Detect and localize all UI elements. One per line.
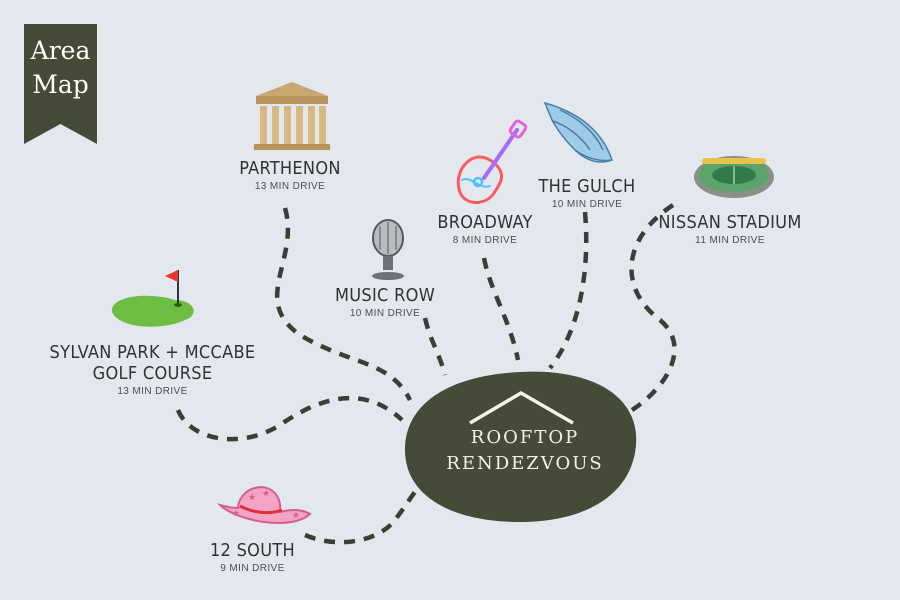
- hub-label: ROOFTOP RENDEZVOUS: [405, 425, 645, 477]
- path-gulch: [548, 211, 589, 370]
- neon-guitar-icon: [456, 119, 528, 204]
- drive-time: 10 MIN DRIVE: [349, 308, 421, 319]
- hub-line-2: RENDEZVOUS: [446, 453, 604, 474]
- banner-line-1: Area: [30, 36, 91, 65]
- roof-icon: [469, 390, 574, 425]
- path-nissan: [629, 203, 677, 412]
- place-the-gulch[interactable]: THE GULCH 10 MIN DRIVE: [522, 176, 652, 210]
- svg-text:★: ★: [232, 509, 240, 519]
- stadium-icon: [694, 156, 774, 198]
- place-nissan-stadium[interactable]: NISSAN STADIUM 11 MIN DRIVE: [650, 212, 810, 246]
- hub-line-1: ROOFTOP: [470, 427, 580, 448]
- svg-text:★: ★: [292, 511, 300, 521]
- place-name: NISSAN STADIUM: [658, 212, 802, 233]
- area-map-banner: Area Map: [24, 24, 97, 144]
- place-name: THE GULCH: [538, 176, 636, 197]
- microphone-icon: [372, 219, 404, 280]
- place-parthenon[interactable]: PARTHENON 13 MIN DRIVE: [225, 158, 355, 192]
- drive-time: 11 MIN DRIVE: [695, 235, 765, 246]
- drive-time: 13 MIN DRIVE: [254, 181, 326, 192]
- drive-time: 13 MIN DRIVE: [117, 386, 188, 397]
- path-sylvan: [175, 395, 404, 442]
- svg-text:★: ★: [248, 493, 256, 503]
- hub-blob: [405, 371, 637, 522]
- place-12-south[interactable]: 12 SOUTH 9 MIN DRIVE: [190, 540, 315, 574]
- banner-line-2: Map: [32, 70, 89, 99]
- path-broadway: [481, 257, 521, 361]
- drive-time: 10 MIN DRIVE: [551, 199, 623, 210]
- place-broadway[interactable]: BROADWAY 8 MIN DRIVE: [420, 212, 550, 246]
- svg-text:★: ★: [262, 489, 270, 499]
- path-south: [304, 478, 427, 545]
- drive-time: 8 MIN DRIVE: [452, 235, 518, 246]
- drive-time: 9 MIN DRIVE: [220, 563, 285, 574]
- parthenon-icon: [254, 82, 330, 150]
- path-parthenon: [274, 207, 413, 402]
- place-name-line-2: GOLF COURSE: [92, 363, 213, 384]
- cowboy-hat-icon: ★ ★ ★ ★: [216, 486, 312, 525]
- place-name-line-1: SYLVAN PARK + MCCABE: [49, 342, 256, 363]
- place-music-row[interactable]: MUSIC ROW 10 MIN DRIVE: [320, 285, 450, 319]
- place-name: 12 SOUTH: [209, 540, 296, 561]
- place-sylvan-park[interactable]: SYLVAN PARK + MCCABE GOLF COURSE 13 MIN …: [40, 342, 265, 397]
- place-name: PARTHENON: [239, 158, 341, 179]
- angel-wings-icon: [543, 101, 613, 163]
- golf-green-icon: [111, 270, 194, 327]
- place-name: MUSIC ROW: [334, 285, 436, 306]
- path-musicrow: [422, 317, 448, 376]
- place-name: BROADWAY: [437, 212, 533, 233]
